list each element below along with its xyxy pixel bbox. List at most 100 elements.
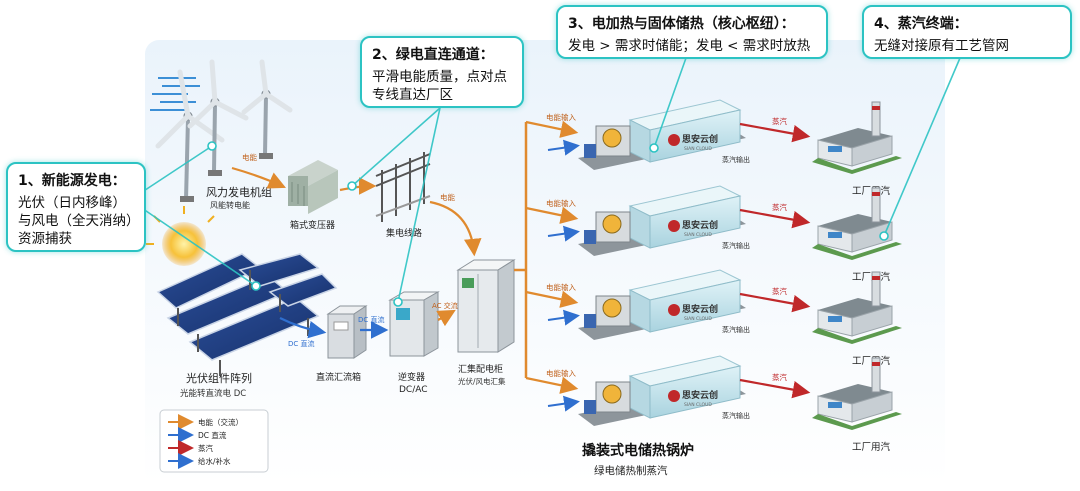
steam-output-label: 蒸汽输出	[722, 155, 750, 164]
brand-en-label: SIAN CLOUD	[684, 402, 712, 408]
elec-flow-arrow	[231, 166, 287, 189]
wind-turbines	[150, 59, 293, 202]
brand-logo-icon	[668, 220, 680, 232]
cabinet-sub-label: 光伏/风电汇集	[458, 376, 506, 386]
ac-flow-arrow	[436, 309, 456, 327]
elec-input-arrow	[525, 120, 579, 138]
callout-2-title: 2、绿电直连通道：	[372, 47, 494, 63]
callout-1-line-3: 资源捕获	[18, 231, 72, 247]
wind-name-label: 风力发电机组	[206, 185, 272, 199]
flow-label-elec: 电能	[242, 152, 257, 162]
callout-1-title: 1、新能源发电：	[18, 173, 126, 189]
brand-label: 思安云创	[682, 389, 718, 401]
flow-label-elec-2: 电能	[440, 192, 455, 202]
steam-arrow	[739, 378, 811, 399]
callout-green-channel: 2、绿电直连通道： 平滑电能质量，点对点 专线直达厂区	[360, 36, 524, 108]
callout-2-line-1: 平滑电能质量，点对点	[372, 69, 507, 85]
factory-icon	[812, 187, 902, 260]
inverter-label: 逆变器	[398, 371, 425, 383]
factory-label: 工厂用汽	[852, 185, 891, 197]
elec-flow-arrow	[429, 200, 482, 257]
legend-label: DC 直流	[198, 430, 227, 440]
steam-label: 蒸汽	[772, 372, 787, 382]
boiler-title: 撬装式电储热锅炉	[582, 442, 694, 459]
elec-input-label: 电能输入	[546, 112, 576, 122]
collector-line-towers	[375, 152, 431, 222]
factory-label: 工厂用汽	[852, 441, 891, 453]
factory-icon	[812, 271, 902, 344]
brand-label: 思安云创	[682, 133, 718, 145]
legend-item: 电能（交流）	[168, 414, 243, 430]
steam-arrow	[739, 122, 811, 143]
solar-panel-icon	[156, 253, 338, 361]
brand-logo-icon	[668, 390, 680, 402]
brand-en-label: SIAN CLOUD	[684, 316, 712, 322]
legend-item: 给水/补水	[168, 453, 231, 469]
elec-flow-arrow	[339, 177, 377, 195]
steam-output-label: 蒸汽输出	[722, 241, 750, 250]
elec-input-arrow	[525, 206, 579, 224]
box-transformer	[288, 160, 338, 214]
wind-turbine-icon	[187, 59, 249, 176]
legend-item: 蒸汽	[168, 440, 213, 456]
elec-input-label: 电能输入	[546, 368, 576, 378]
elec-input-arrow	[525, 376, 579, 394]
brand-logo-icon	[668, 304, 680, 316]
cabinet-label: 汇集配电柜	[458, 363, 503, 375]
callout-4-line-1: 无缝对接原有工艺管网	[874, 38, 1009, 54]
callout-new-energy: 1、新能源发电： 光伏（日内移峰） 与风电（全天消纳） 资源捕获	[6, 162, 146, 252]
callout-3-title: 3、电加热与固体储热（核心枢纽）：	[568, 16, 795, 32]
steam-label: 蒸汽	[772, 286, 787, 296]
feedwater-arrow	[547, 225, 580, 242]
background-panel	[145, 40, 945, 485]
brand-en-label: SIAN CLOUD	[684, 146, 712, 152]
steam-output-label: 蒸汽输出	[722, 411, 750, 420]
steam-arrow	[739, 208, 811, 229]
flow-label-dc-2: DC 直流	[358, 315, 385, 324]
brand-label: 思安云创	[682, 303, 718, 315]
brand-en-label: SIAN CLOUD	[684, 232, 712, 238]
boiler-subtitle: 绿电储热制蒸汽	[594, 464, 668, 477]
feedwater-arrow	[547, 139, 580, 156]
box-transformer-label: 箱式变压器	[290, 219, 335, 231]
legend-item: DC 直流	[168, 427, 227, 443]
inverter-sub-label: DC/AC	[399, 385, 428, 395]
factory-label: 工厂用汽	[852, 271, 891, 283]
factory-label: 工厂用汽	[852, 355, 891, 367]
dc-combiner-box	[326, 305, 368, 359]
inverter	[388, 291, 440, 357]
legend-label: 给水/补水	[198, 456, 231, 466]
callout-anchor-dots	[207, 141, 889, 307]
factory-icon	[812, 101, 902, 174]
distribution-cabinet	[456, 259, 516, 353]
brand-logo-icon	[668, 134, 680, 146]
pv-sub-label: 光能转直流电 DC	[180, 388, 246, 399]
flow-label-ac: AC 交流	[432, 301, 458, 310]
steam-output-label: 蒸汽输出	[722, 325, 750, 334]
feedwater-arrow	[547, 309, 580, 326]
sun-icon	[162, 222, 206, 266]
flow-label-dc: DC 直流	[288, 339, 315, 348]
steam-label: 蒸汽	[772, 116, 787, 126]
callout-heat-storage: 3、电加热与固体储热（核心枢纽）： 发电 > 需求时储能；发电 < 需求时放热	[556, 5, 828, 59]
elec-input-label: 电能输入	[546, 198, 576, 208]
feedwater-arrow	[547, 395, 580, 412]
steam-label: 蒸汽	[772, 202, 787, 212]
legend-label: 电能（交流）	[198, 417, 243, 427]
dc-flow-arrow	[279, 317, 327, 339]
pv-array	[156, 253, 338, 376]
legend-label: 蒸汽	[198, 443, 213, 453]
factory-icon	[812, 357, 902, 430]
callout-steam-terminal: 4、蒸汽终端： 无缝对接原有工艺管网	[862, 5, 1072, 59]
